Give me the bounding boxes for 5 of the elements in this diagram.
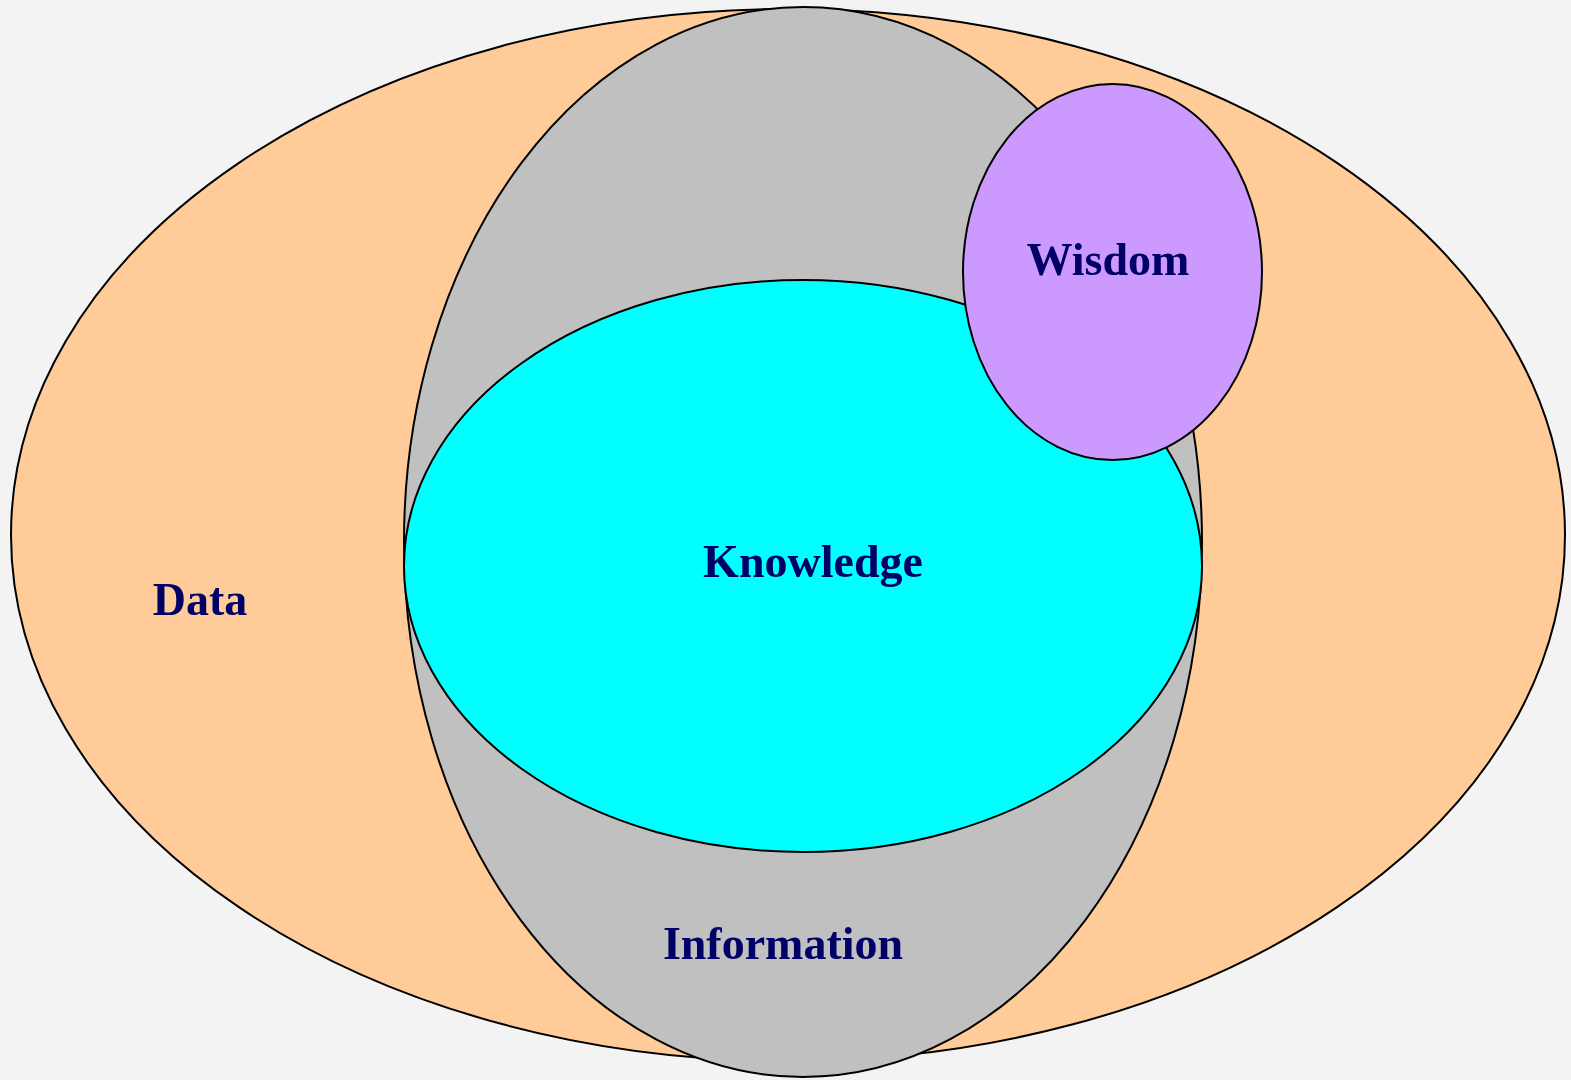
set-label: Information <box>662 921 904 967</box>
set-ellipse <box>403 279 1203 853</box>
set-label: Wisdom <box>1026 237 1190 283</box>
set-label: Data <box>152 577 248 623</box>
set-label: Knowledge <box>703 539 923 585</box>
